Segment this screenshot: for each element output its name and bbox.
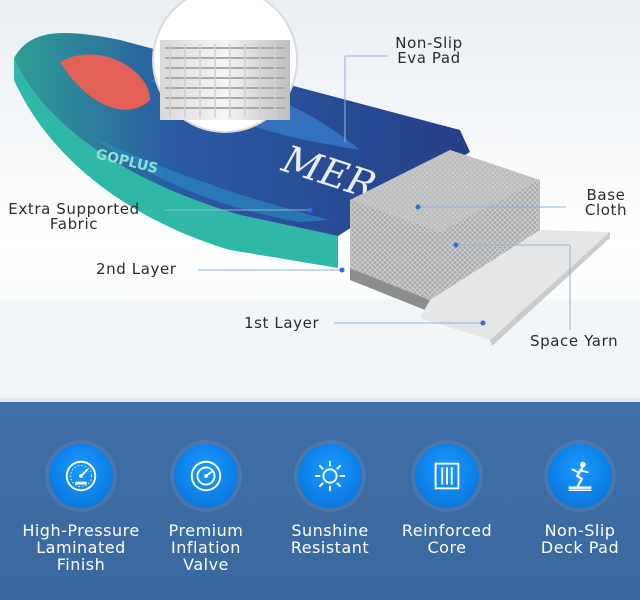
feature-label-line: Premium <box>168 521 244 540</box>
valve-icon <box>190 460 222 492</box>
callout-text: Fabric <box>49 215 99 233</box>
product-illustration-area: GOPLUS MER <box>0 0 640 402</box>
feature-label: Premium Inflation Valve <box>146 522 266 573</box>
callout-text: Eva Pad <box>397 49 461 67</box>
callout-base-cloth: Base Cloth <box>578 188 634 218</box>
callout-1st-layer: 1st Layer <box>244 314 320 332</box>
surfer-icon <box>568 461 592 491</box>
callout-non-slip-eva-pad: Non-Slip Eva Pad <box>384 36 474 66</box>
feature-label-line: Core <box>427 538 467 557</box>
callout-text: Cloth <box>584 201 628 219</box>
feature-label-line: Resistant <box>290 538 370 557</box>
feature-label-line: High-Pressure <box>22 521 140 540</box>
feature-icon-circle <box>298 444 362 508</box>
callout-extra-supported-fabric: Extra Supported Fabric <box>8 202 140 232</box>
feature-label: High-Pressure Laminated Finish <box>21 522 141 573</box>
board-cross-section-illustration: GOPLUS MER <box>0 0 640 400</box>
callout-text: Base <box>586 186 626 204</box>
section-divider <box>0 398 640 404</box>
feature-sunshine-resistant: Sunshine Resistant <box>270 444 390 556</box>
feature-label-line: Inflation Valve <box>171 538 241 574</box>
feature-icon-circle <box>415 444 479 508</box>
callout-text: Extra Supported <box>8 200 140 218</box>
feature-label-line: Deck Pad <box>540 538 620 557</box>
feature-icon-circle <box>548 444 612 508</box>
pillar-icon <box>434 462 460 490</box>
feature-label: Sunshine Resistant <box>270 522 390 556</box>
feature-icon-circle <box>174 444 238 508</box>
sun-icon <box>314 460 346 492</box>
feature-reinforced-core: Reinforced Core <box>387 444 507 556</box>
feature-label: Non-Slip Deck Pad <box>520 522 640 556</box>
feature-non-slip-deck-pad: Non-Slip Deck Pad <box>520 444 640 556</box>
feature-high-pressure: High-Pressure Laminated Finish <box>21 444 141 573</box>
callout-space-yarn: Space Yarn <box>530 332 619 350</box>
callout-2nd-layer: 2nd Layer <box>96 260 177 278</box>
feature-icon-circle <box>49 444 113 508</box>
gauge-icon <box>65 460 97 492</box>
feature-label-line: Reinforced <box>401 521 493 540</box>
feature-premium-valve: Premium Inflation Valve <box>146 444 266 573</box>
feature-label-line: Laminated Finish <box>36 538 126 574</box>
feature-label: Reinforced Core <box>387 522 507 556</box>
feature-label-line: Non-Slip <box>544 521 616 540</box>
callout-text: Non-Slip <box>395 34 463 52</box>
feature-label-line: Sunshine <box>291 521 369 540</box>
